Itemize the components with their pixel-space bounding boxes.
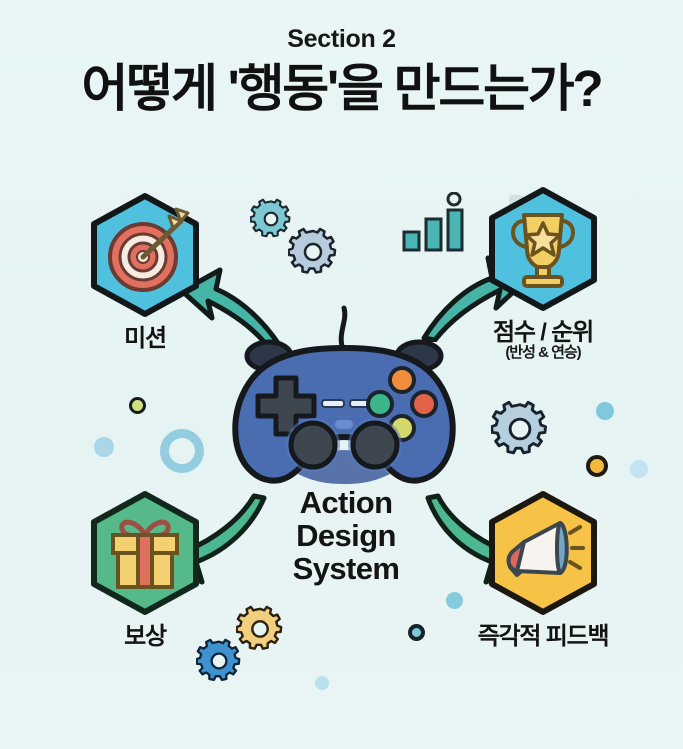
hexagon-score (484, 185, 602, 313)
center-title-line1: Action (299, 485, 393, 520)
page-title: 어떻게 '행동'을 만드는가? (81, 59, 604, 117)
node-label-feedback: 즉각적 피드백 (477, 623, 610, 650)
gear-icon (490, 400, 549, 458)
hexagon-feedback (484, 489, 602, 617)
megaphone-icon (506, 521, 585, 577)
decorative-dot (446, 592, 463, 609)
gear-icon (287, 227, 338, 277)
node-label-mission: 미션 (124, 325, 167, 352)
node-label-score: 점수 / 순위 (493, 319, 594, 346)
gear-icon (249, 198, 292, 240)
decorative-dot (129, 397, 146, 414)
gear-icon (195, 638, 242, 684)
target-icon (108, 207, 190, 292)
center-title: Action Design System (246, 485, 446, 587)
gift-icon (111, 519, 179, 589)
center-title-line3: System (292, 551, 400, 587)
node-feedback[interactable]: 즉각적 피드백 (443, 489, 643, 650)
hexagon-reward (86, 489, 204, 617)
decorative-dot (630, 460, 648, 478)
bar-chart-icon (397, 191, 467, 254)
decorative-dot (596, 402, 614, 420)
node-reward[interactable]: 보상 (55, 489, 235, 650)
decorative-dot (315, 676, 329, 690)
center-title-line2: Design (296, 518, 396, 554)
decorative-dot (586, 455, 608, 477)
decorative-ring (160, 429, 204, 473)
game-controller-icon (216, 300, 474, 500)
header: Section 2 어떻게 '행동'을 만드는가? (0, 25, 683, 117)
trophy-icon (511, 213, 575, 288)
node-score[interactable]: 점수 / 순위 (반성 & 연승) (448, 185, 638, 361)
decorative-dot (408, 624, 425, 641)
node-mission[interactable]: 미션 (55, 191, 235, 352)
hexagon-mission (86, 191, 204, 319)
decorative-dot (94, 437, 114, 457)
node-label-reward: 보상 (124, 623, 167, 650)
node-sublabel-score: (반성 & 연승) (505, 343, 581, 361)
gear-icon (235, 605, 284, 653)
section-label: Section 2 (287, 25, 396, 53)
